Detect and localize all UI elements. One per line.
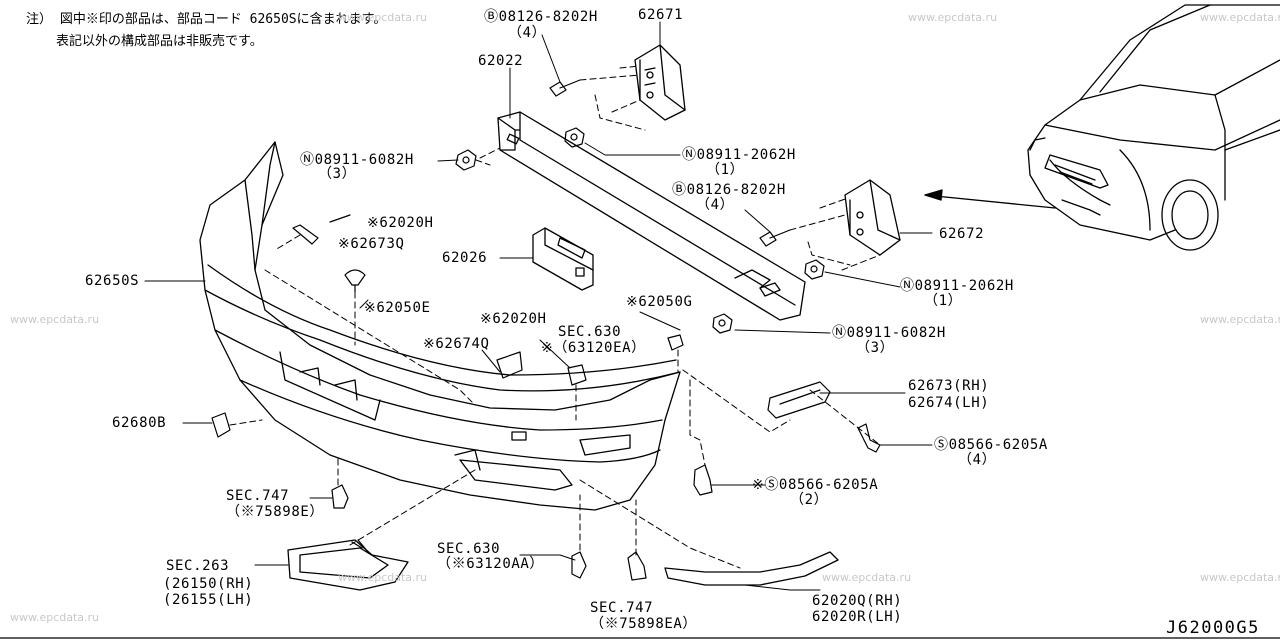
- part-label-63120aa: （※63120AA）: [437, 556, 545, 572]
- fasteners-drawing: [211, 79, 881, 581]
- part-label-08566-right: Ⓢ08566-6205A: [934, 437, 1048, 453]
- molding-drawing: [664, 551, 839, 586]
- bracket-62672-drawing: [844, 179, 901, 256]
- energy-absorber-drawing: [532, 227, 594, 291]
- part-label-75898e: （※75898E）: [226, 504, 324, 520]
- part-label-62020r-lh: 62020R(LH): [812, 609, 903, 625]
- watermark: www.epcdata.ru: [822, 571, 912, 584]
- fog-lamp-drawing: [287, 539, 409, 591]
- bracket-62671-drawing: [634, 44, 686, 121]
- part-label-62050e: ※62050E: [364, 300, 431, 316]
- part-qty-08911-6082-right: （3）: [856, 340, 895, 356]
- watermark: www.epcdata.ru: [10, 313, 100, 326]
- part-label-26155-lh: (26155(LH): [163, 592, 254, 608]
- location-arrow: [924, 189, 1056, 209]
- part-label-sec630-bottom: SEC.630: [437, 541, 501, 557]
- watermark: www.epcdata.ru: [1200, 11, 1280, 24]
- part-label-62022: 62022: [478, 53, 524, 69]
- part-qty-08566-mid: （2）: [790, 492, 829, 508]
- part-label-62020h-top: ※62020H: [367, 215, 434, 231]
- watermark: www.epcdata.ru: [338, 571, 428, 584]
- part-label-08911-6082-left: Ⓝ08911-6082H: [300, 152, 414, 168]
- part-qty-08566-right: （4）: [958, 452, 997, 468]
- watermark: www.epcdata.ru: [908, 11, 998, 24]
- part-label-sec747-bottom: SEC.747: [590, 600, 654, 616]
- part-label-62650s: 62650S: [85, 273, 140, 289]
- part-label-08126-mid: Ⓑ08126-8202H: [672, 182, 786, 198]
- part-label-75898ea: （※75898EA）: [590, 616, 698, 632]
- part-label-26150-rh: (26150(RH): [163, 576, 254, 592]
- part-qty-08126-top: （4）: [508, 25, 547, 41]
- part-label-sec747-left: SEC.747: [226, 488, 290, 504]
- assembly-lines: [229, 65, 881, 569]
- diagram-code: J62000G5: [1166, 618, 1260, 638]
- part-label-08911-2062-mid: Ⓝ08911-2062H: [900, 278, 1014, 294]
- note-line-1: 注） 図中※印の部品は、部品コード 62650Sに含まれます。: [26, 12, 387, 27]
- part-qty-08126-mid: （4）: [696, 197, 735, 213]
- part-qty-08911-2062-mid: （1）: [924, 293, 963, 309]
- part-label-62026: 62026: [442, 250, 488, 266]
- part-label-sec630-top: SEC.630: [558, 324, 622, 340]
- part-qty-08911-6082-left: （3）: [318, 166, 357, 182]
- part-label-08911-2062-top: Ⓝ08911-2062H: [682, 147, 796, 163]
- part-label-62680b: 62680B: [112, 415, 167, 431]
- bumper-reinforcement-drawing: [497, 111, 806, 321]
- part-label-62020q-rh: 62020Q(RH): [812, 593, 903, 609]
- bumper-fascia-drawing: [199, 141, 681, 511]
- watermark: www.epcdata.ru: [10, 611, 100, 624]
- note-line-2: 表記以外の構成部品は非販売です。: [56, 34, 263, 49]
- watermark: www.epcdata.ru: [338, 11, 428, 24]
- part-qty-08911-2062-top: （1）: [706, 162, 745, 178]
- part-label-08566-mid: ※Ⓢ08566-6205A: [752, 477, 879, 493]
- part-label-62673q: ※62673Q: [338, 236, 405, 252]
- part-label-62671: 62671: [638, 7, 684, 23]
- leader-lines: [144, 21, 933, 591]
- part-label-62674-lh: 62674(LH): [908, 395, 990, 411]
- part-label-63120ea: ※（63120EA）: [541, 340, 646, 356]
- part-label-62050g: ※62050G: [626, 294, 693, 310]
- car-outline: [1027, 4, 1280, 251]
- watermark: www.epcdata.ru: [1200, 571, 1280, 584]
- watermark: www.epcdata.ru: [1200, 313, 1280, 326]
- part-label-62020h-mid: ※62020H: [480, 311, 547, 327]
- part-label-08126-top: Ⓑ08126-8202H: [484, 9, 598, 25]
- part-label-sec263: SEC.263: [166, 558, 230, 574]
- part-label-62674q: ※62674Q: [423, 336, 490, 352]
- part-label-08911-6082-right: Ⓝ08911-6082H: [832, 325, 946, 341]
- part-label-62672: 62672: [939, 226, 985, 242]
- part-label-62673-rh: 62673(RH): [908, 378, 990, 394]
